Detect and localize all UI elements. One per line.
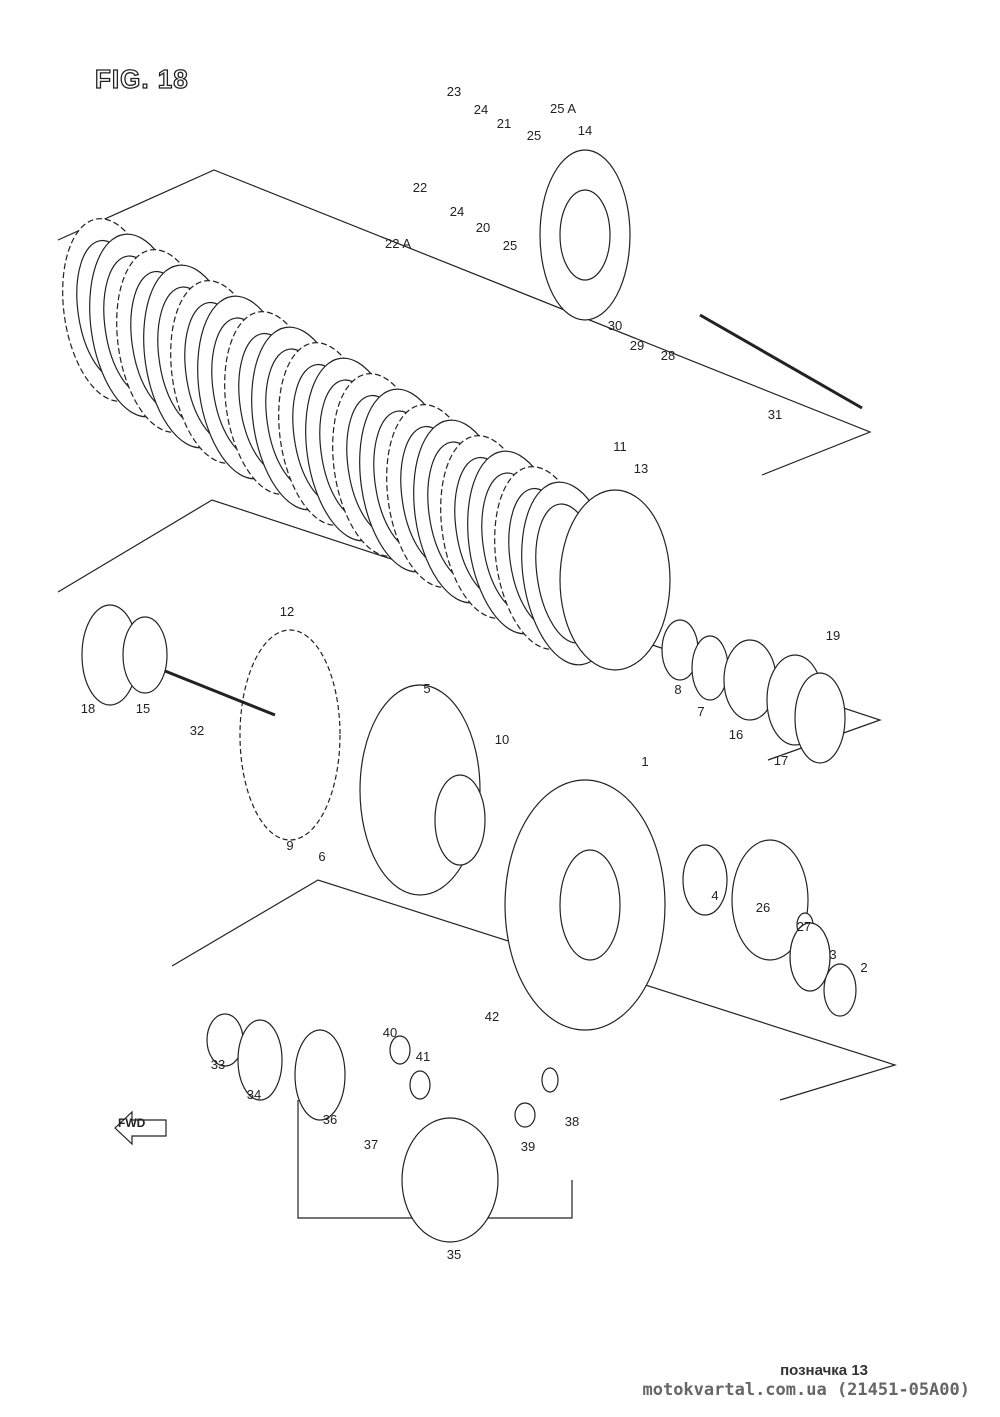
part-label: 29 [630, 338, 644, 353]
part-label: 17 [774, 753, 788, 768]
part-label: 11 [613, 439, 627, 454]
part-label: 9 [286, 838, 293, 853]
part-component [794, 672, 846, 764]
caption-reference: позначка 13 [780, 1362, 868, 1379]
forward-arrow-label: FWD [118, 1116, 146, 1130]
part-label: 24 [450, 204, 464, 219]
part-label: 18 [81, 701, 95, 716]
part-label: 16 [729, 727, 743, 742]
part-component [237, 1019, 283, 1101]
clutch-housing-1 [504, 779, 666, 1031]
part-label: 20 [476, 220, 490, 235]
part-label: 25 A [550, 101, 576, 116]
part-component [823, 963, 857, 1017]
part-component [691, 635, 729, 701]
part-label: 2 [860, 960, 867, 975]
part-component [389, 1035, 411, 1065]
part-label: 4 [711, 888, 718, 903]
forward-arrow-icon [114, 1110, 167, 1146]
clutch-hub-13 [559, 489, 671, 671]
part-label: 26 [756, 900, 770, 915]
clutch-housing-center [559, 849, 621, 961]
part-label: 5 [423, 681, 430, 696]
part-label: 6 [318, 849, 325, 864]
part-label: 31 [768, 407, 782, 422]
part-label: 7 [697, 704, 704, 719]
part-label: 19 [826, 628, 840, 643]
part-label: 30 [608, 318, 622, 333]
part-label: 38 [565, 1114, 579, 1129]
part-component [401, 1117, 499, 1243]
part-component [541, 1067, 559, 1093]
gear-12 [239, 629, 341, 841]
caption-source: motokvartal.com.ua (21451-05A00) [642, 1380, 970, 1400]
part-label: 25 [503, 238, 517, 253]
part-label: 3 [829, 947, 836, 962]
part-component [514, 1102, 536, 1128]
washer-10 [434, 774, 486, 866]
group-outline-top [57, 169, 872, 476]
part-label: 15 [136, 701, 150, 716]
pressure-plate-hub [559, 189, 611, 281]
part-component [731, 839, 809, 961]
part-component [682, 844, 728, 916]
part-label: 25 [527, 128, 541, 143]
part-component [409, 1070, 431, 1100]
part-label: 1 [641, 754, 648, 769]
part-label: 12 [280, 604, 294, 619]
part-label: 41 [416, 1049, 430, 1064]
part-label: 37 [364, 1137, 378, 1152]
part-label: 35 [447, 1247, 461, 1262]
part-label: 24 [474, 102, 488, 117]
part-component [789, 922, 831, 992]
part-label: 39 [521, 1139, 535, 1154]
part-label: 10 [495, 732, 509, 747]
pushrod-31 [699, 313, 863, 410]
part-label: 42 [485, 1009, 499, 1024]
shaft-32 [149, 663, 276, 717]
part-label: 21 [497, 116, 511, 131]
part-label: 27 [797, 919, 811, 934]
part-label: 22 [413, 180, 427, 195]
part-component [294, 1029, 346, 1121]
part-label: 14 [578, 123, 592, 138]
part-label: 8 [674, 682, 681, 697]
part-label: 13 [634, 461, 648, 476]
part-label: 40 [383, 1025, 397, 1040]
part-label: 33 [211, 1057, 225, 1072]
part-label: 23 [447, 84, 461, 99]
part-label: 34 [247, 1087, 261, 1102]
part-label: 36 [323, 1112, 337, 1127]
pressure-plate-14 [539, 149, 631, 321]
part-label: 32 [190, 723, 204, 738]
part-label: 22 A [385, 236, 411, 251]
figure-title: FIG. 18 [94, 63, 189, 94]
bearing-15 [122, 616, 168, 694]
part-label: 28 [661, 348, 675, 363]
